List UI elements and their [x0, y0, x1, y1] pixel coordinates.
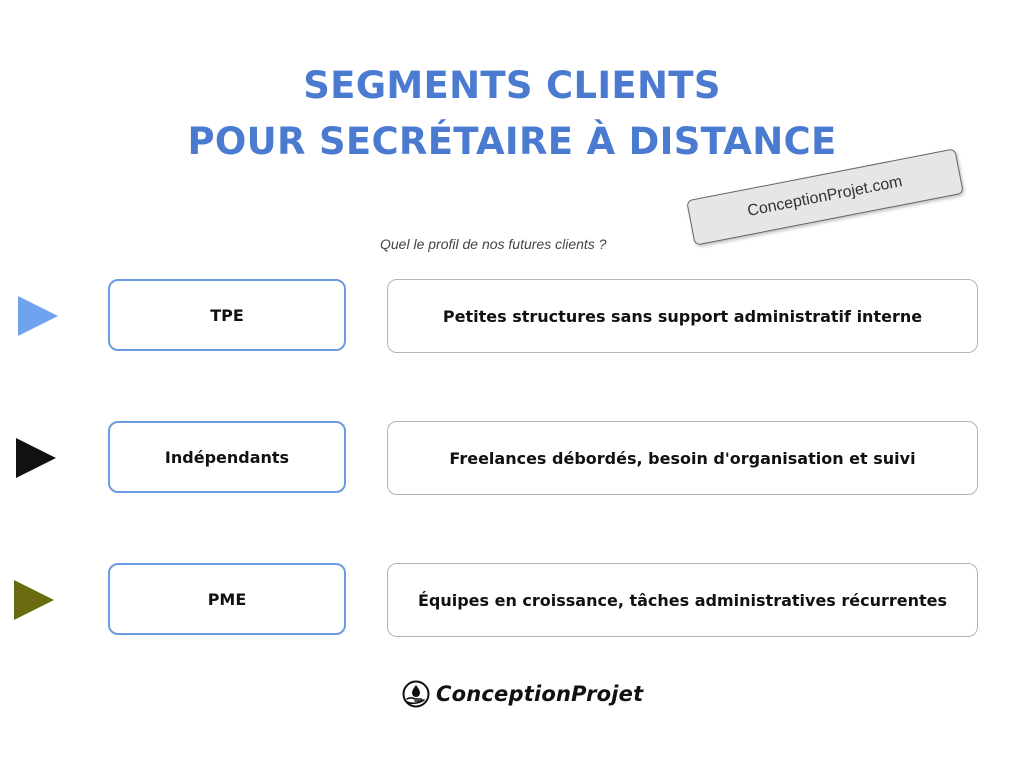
- arrow-icon-independants: [16, 438, 56, 478]
- segment-box-independants: Indépendants: [108, 421, 346, 493]
- description-box-tpe: Petites structures sans support administ…: [387, 279, 978, 353]
- title-line-1: SEGMENTS CLIENTS: [303, 64, 721, 107]
- description-box-pme: Équipes en croissance, tâches administra…: [387, 563, 978, 637]
- segment-box-tpe: TPE: [108, 279, 346, 351]
- arrow-icon-pme: [14, 580, 54, 620]
- arrow-icon-tpe: [18, 296, 58, 336]
- subtitle: Quel le profil de nos futures clients ?: [380, 236, 607, 252]
- title-line-2: POUR SECRÉTAIRE À DISTANCE: [187, 120, 837, 163]
- segment-box-pme: PME: [108, 563, 346, 635]
- description-box-independants: Freelances débordés, besoin d'organisati…: [387, 421, 978, 495]
- conception-projet-logo: ConceptionProjet: [402, 680, 643, 708]
- stamp-text: ConceptionProjet.com: [746, 173, 904, 220]
- page-title: SEGMENTS CLIENTS POUR SECRÉTAIRE À DISTA…: [0, 58, 1024, 170]
- hand-drop-icon: [402, 680, 430, 708]
- logo-text: ConceptionProjet: [436, 682, 644, 706]
